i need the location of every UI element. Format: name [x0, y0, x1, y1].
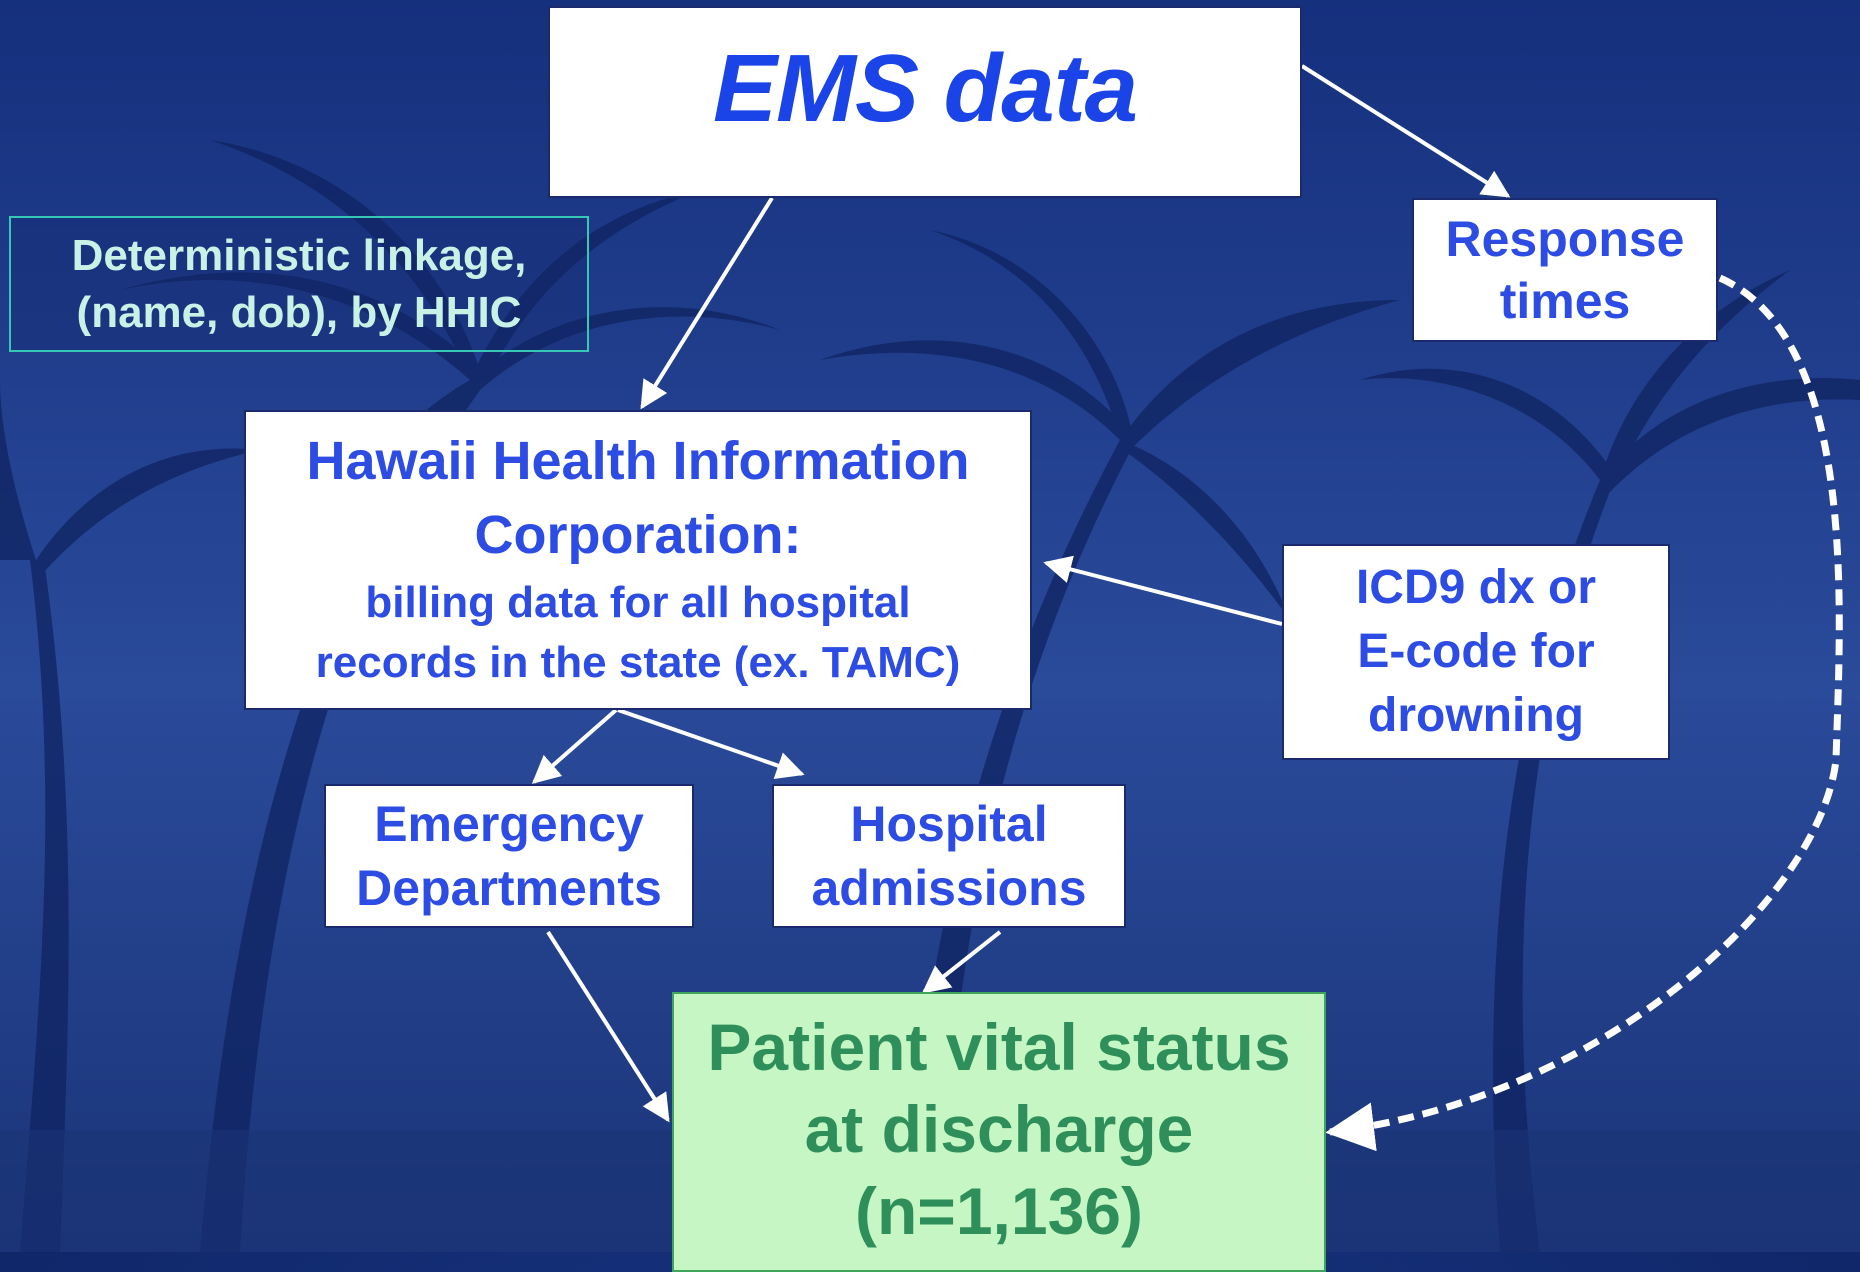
hhic-subtitle-line-1: billing data for all hospital [365, 578, 911, 627]
response-times-box: Response times [1412, 198, 1718, 342]
patient-line-2: at discharge [804, 1092, 1194, 1166]
ems-data-title: EMS data [712, 35, 1138, 142]
patient-line-1: Patient vital status [707, 1010, 1291, 1084]
hhic-title-line-1: Hawaii Health Information [306, 431, 970, 491]
emergency-departments-box: Emergency Departments [324, 784, 694, 928]
patient-vital-status-box: Patient vital status at discharge (n=1,1… [672, 992, 1326, 1272]
icd9-drowning-box: ICD9 dx or E-code for drowning [1282, 544, 1670, 760]
hhic-subtitle-line-2: records in the state (ex. TAMC) [315, 638, 961, 687]
linkage-line-1: Deterministic linkage, [71, 231, 527, 280]
ems-data-box: EMS data [548, 6, 1302, 198]
response-line-1: Response [1445, 211, 1685, 267]
ed-line-2: Departments [356, 860, 662, 916]
hospital-line-2: admissions [811, 860, 1087, 916]
icd9-line-2: E-code for [1357, 625, 1595, 678]
deterministic-linkage-note: Deterministic linkage, (name, dob), by H… [9, 216, 589, 352]
ed-line-1: Emergency [374, 796, 644, 852]
patient-line-3: (n=1,136) [855, 1174, 1143, 1248]
hhic-box: Hawaii Health Information Corporation: b… [244, 410, 1032, 710]
linkage-line-2: (name, dob), by HHIC [76, 288, 522, 337]
icd9-line-1: ICD9 dx or [1355, 561, 1597, 614]
icd9-line-3: drowning [1368, 689, 1584, 742]
hhic-title-line-2: Corporation: [474, 505, 802, 565]
hospital-admissions-box: Hospital admissions [772, 784, 1126, 928]
hospital-line-1: Hospital [850, 796, 1048, 852]
response-line-2: times [1499, 273, 1631, 329]
